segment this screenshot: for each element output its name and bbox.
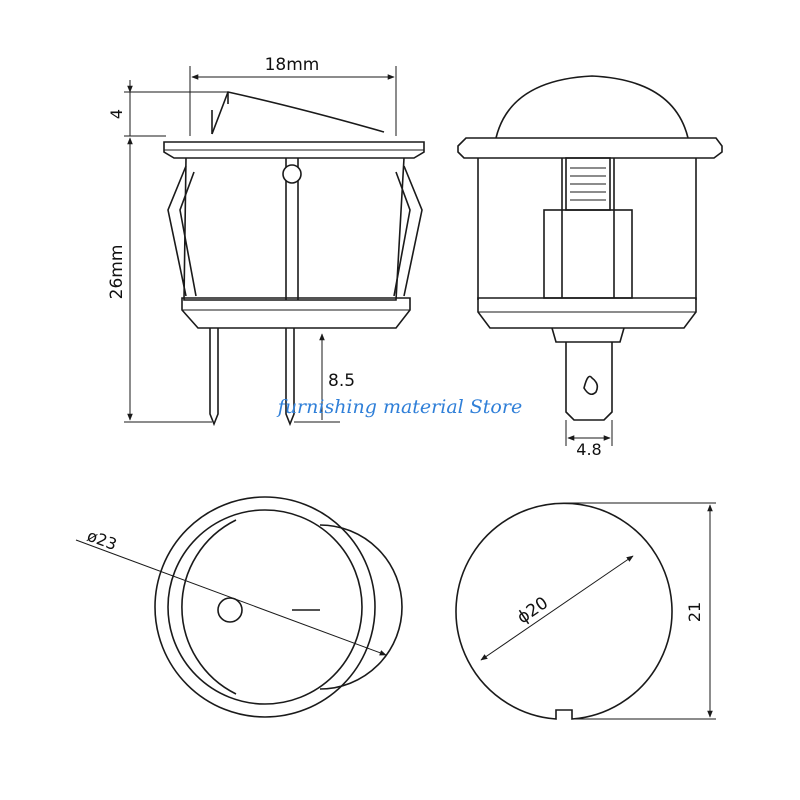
pin-width-dimension-label: 4.8 xyxy=(576,440,601,459)
spring-hatching xyxy=(570,167,606,201)
pin-length-dimension-label: 8.5 xyxy=(328,371,355,391)
front-view: 18mm 4 26mm 8.5 xyxy=(107,55,425,427)
cap-depth-label: 21 xyxy=(685,602,704,622)
outer-diameter-label: ø23 xyxy=(85,526,120,554)
side-view: 4.8 xyxy=(457,75,723,459)
store-watermark: furnishing material Store xyxy=(276,396,522,418)
top-view-outer-ring: ø23 xyxy=(75,496,403,718)
indicator-lamp-icon xyxy=(217,597,243,623)
height-dimension-label: 26mm xyxy=(107,245,127,300)
cap-view: ɸ20 21 xyxy=(455,502,716,720)
cap-height-dimension-label: 4 xyxy=(107,109,126,119)
cap-diameter-label: ɸ20 xyxy=(514,593,552,628)
width-dimension-label: 18mm xyxy=(265,55,320,75)
